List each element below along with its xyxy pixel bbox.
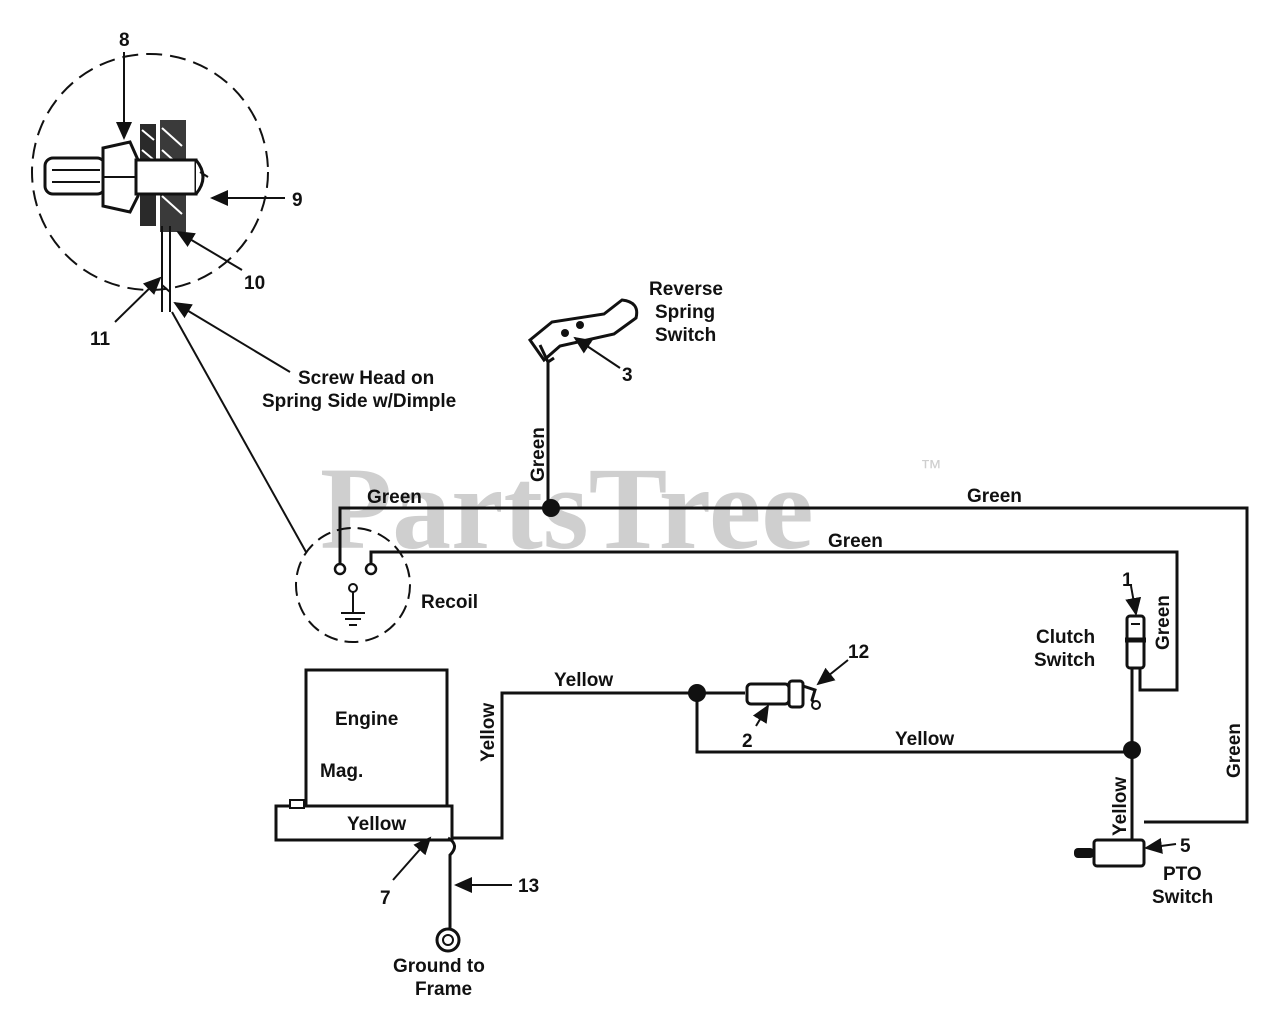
wire-label-green-clutch: Green xyxy=(1153,595,1174,650)
callout-12: 12 xyxy=(848,642,869,663)
reverse-spring-switch-line-2: Spring xyxy=(655,302,715,323)
ground-terminal xyxy=(435,927,461,953)
clutch-switch-line-1: Clutch xyxy=(1036,627,1095,648)
ground-label-line-2: Frame xyxy=(415,979,472,1000)
wire-label-green-right: Green xyxy=(1224,723,1245,778)
engine-label: Engine xyxy=(335,709,398,730)
wire-label-green-switch: Green xyxy=(528,427,549,482)
watermark-trademark: ™ xyxy=(920,455,942,480)
callout-1: 1 xyxy=(1122,570,1133,591)
wire-label-yellow-lower: Yellow xyxy=(895,729,954,750)
callout-11: 11 xyxy=(90,329,111,350)
inline-connector xyxy=(745,679,821,710)
wire-label-yellow-top: Yellow xyxy=(554,670,613,691)
callout-13: 13 xyxy=(518,876,539,897)
callout-10: 10 xyxy=(244,273,265,294)
wire-label-yellow-left: Yellow xyxy=(478,703,499,762)
reverse-spring-switch-line-1: Reverse xyxy=(649,279,723,300)
wire-label-green-top-right: Green xyxy=(967,486,1022,507)
clutch-switch xyxy=(1125,614,1146,670)
callout-3: 3 xyxy=(622,365,633,386)
detail-magnifier xyxy=(31,53,269,312)
pto-switch-line-2: Switch xyxy=(1152,887,1213,908)
reverse-spring-switch xyxy=(527,298,639,365)
screw-note-line-1: Screw Head on xyxy=(298,368,434,389)
engine-mag-label: Mag. xyxy=(320,761,363,782)
reverse-spring-switch-line-3: Switch xyxy=(655,325,716,346)
pto-switch-line-1: PTO xyxy=(1163,864,1202,885)
ground-label-line-1: Ground to xyxy=(393,956,485,977)
engine-block xyxy=(274,668,454,842)
callout-9: 9 xyxy=(292,190,303,211)
wire-label-yellow-pto: Yellow xyxy=(1110,777,1131,836)
callout-8: 8 xyxy=(119,30,130,51)
wire-label-green-top-left: Green xyxy=(367,487,422,508)
clutch-switch-line-2: Switch xyxy=(1034,650,1095,671)
callout-7: 7 xyxy=(380,888,391,909)
screw-note-line-2: Spring Side w/Dimple xyxy=(262,391,456,412)
callout-5: 5 xyxy=(1180,836,1191,857)
recoil-label: Recoil xyxy=(421,592,478,613)
wire-label-yellow-engine: Yellow xyxy=(347,814,406,835)
wire-label-green-middle: Green xyxy=(828,531,883,552)
recoil-symbol xyxy=(295,527,411,643)
callout-2: 2 xyxy=(742,731,753,752)
pto-switch xyxy=(1074,838,1146,868)
